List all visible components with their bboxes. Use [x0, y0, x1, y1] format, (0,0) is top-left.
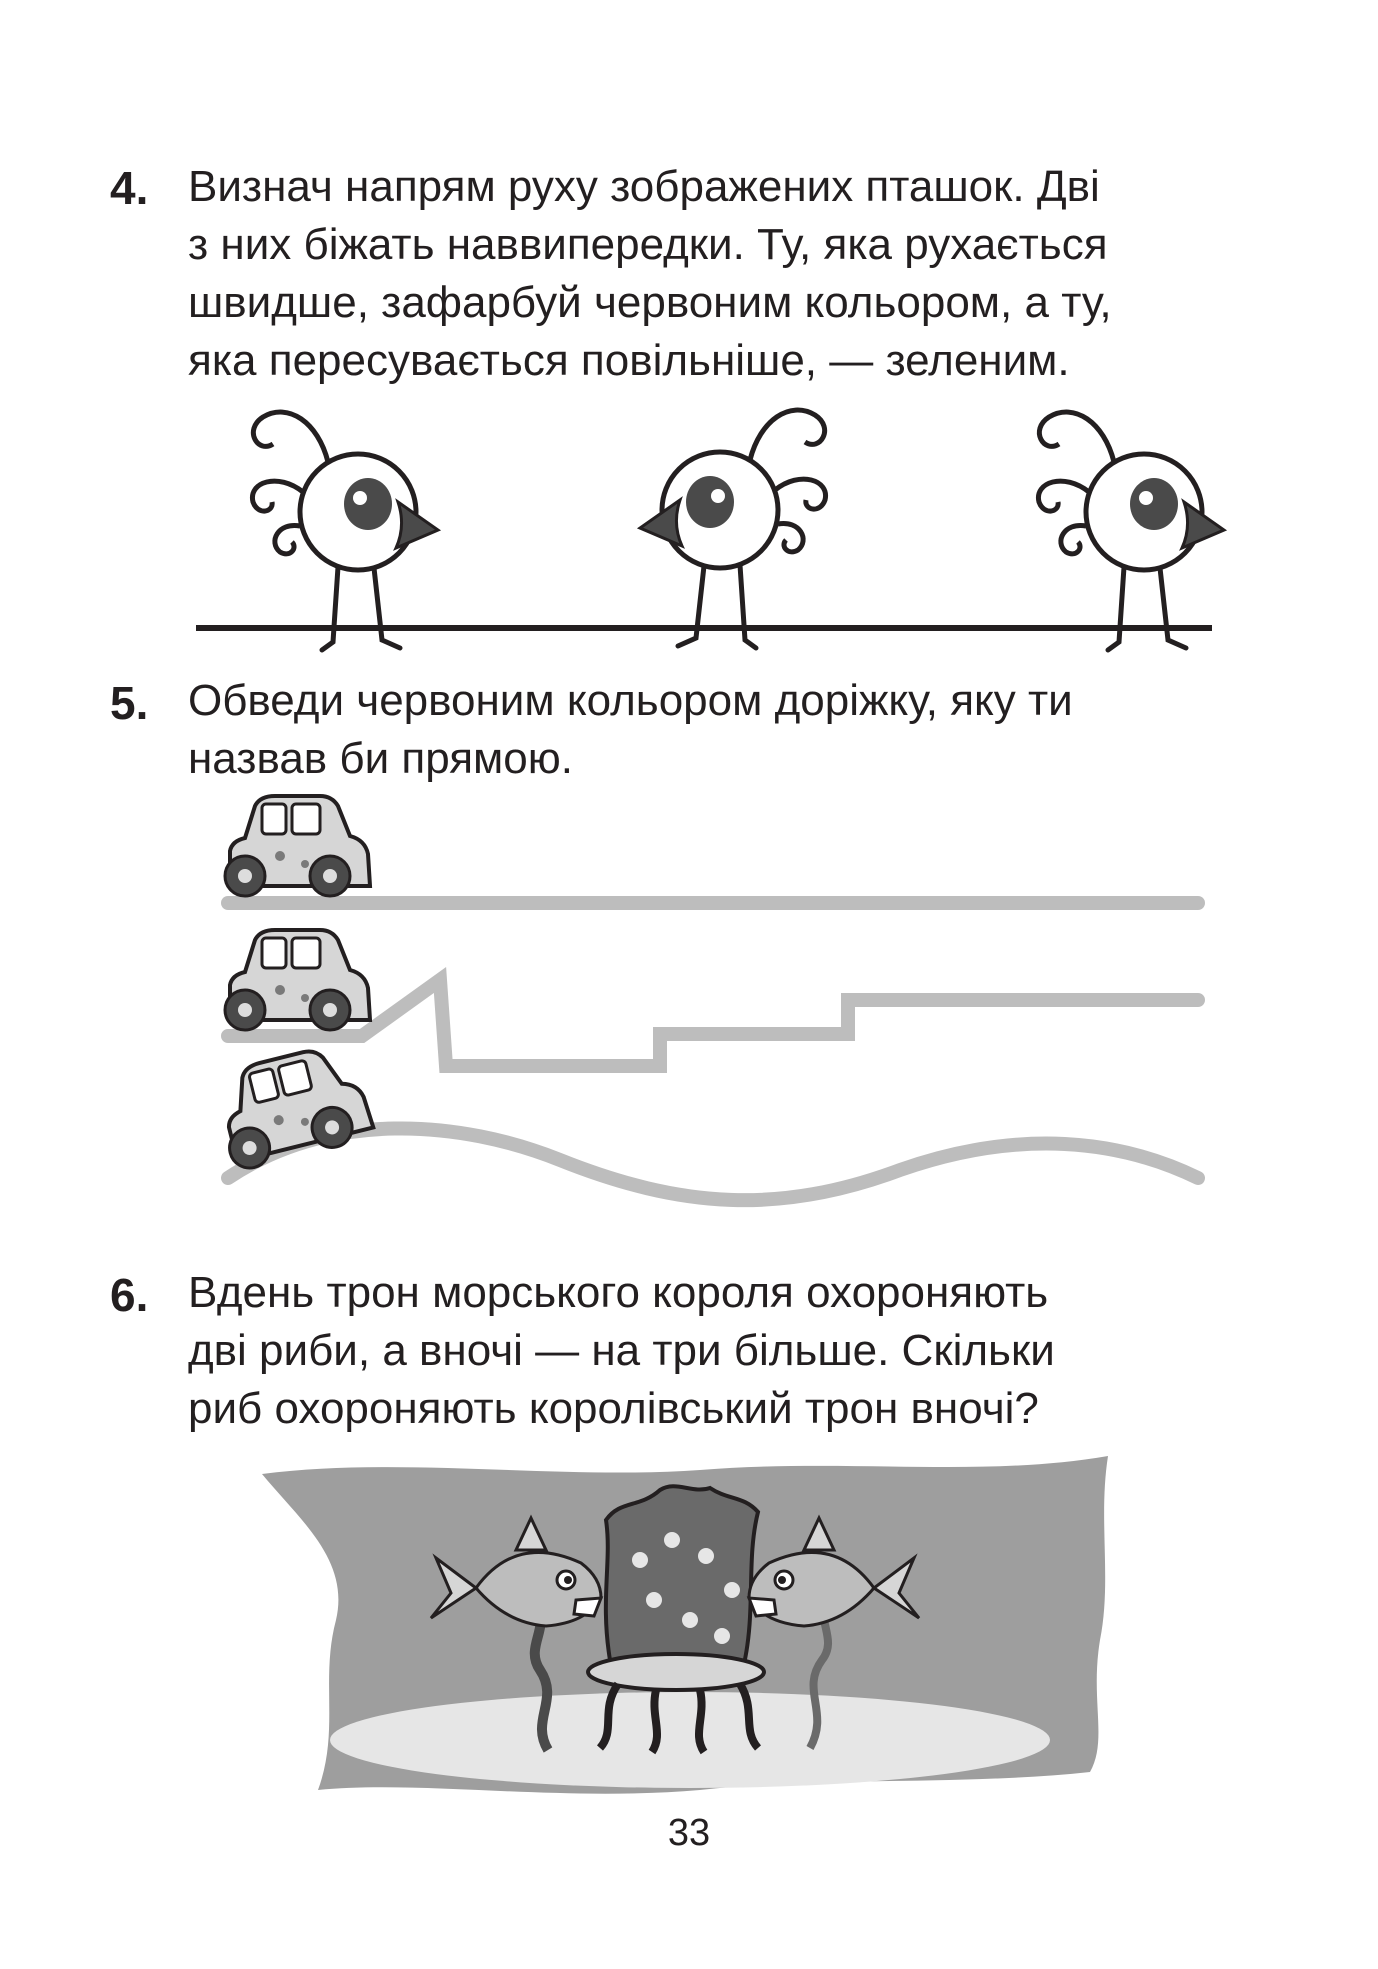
task-4-text: Визнач напрям руху зображених пташок. Дв…: [188, 158, 1218, 390]
task-5-number: 5.: [110, 677, 149, 729]
task-6-text: Вдень трон морського короля охороняють д…: [188, 1264, 1218, 1438]
throne-icon: [586, 1484, 766, 1755]
car-icon: [223, 794, 372, 898]
task-5-text: Обведи червоним кольором доріжку, яку ти…: [188, 672, 1218, 788]
task-5-line: Обведи червоним кольором доріжку, яку ти: [188, 676, 1073, 725]
task-6-line: дві риби, а вночі — на три більше. Скіль…: [188, 1326, 1055, 1375]
task-4-line: з них біжать наввипередки. Ту, яка рухає…: [188, 220, 1108, 269]
task-6-number: 6.: [110, 1269, 149, 1321]
page-number: 33: [667, 1812, 711, 1854]
car-icon: [223, 928, 372, 1032]
task-4-line: Визнач напрям руху зображених пташок. Дв…: [188, 162, 1100, 211]
roads-scene: [208, 794, 1205, 1208]
birds-scene: [196, 410, 1224, 650]
task-5-line: назвав би прямою.: [188, 734, 573, 783]
task-4-line: яка пересувається повільніше, — зеленим.: [188, 336, 1070, 385]
task-4-line: швидше, зафарбуй червоним кольором, а ту…: [188, 278, 1112, 327]
seaweed-icon: [529, 1607, 553, 1753]
road-stepped: [221, 966, 1205, 1073]
task-6-line: риб охороняють королівський трон вночі?: [188, 1384, 1039, 1433]
sea-floor: [330, 1692, 1050, 1788]
task-6-line: Вдень трон морського короля охороняють: [188, 1268, 1049, 1317]
bird-icon: [640, 410, 826, 648]
underwater-scene: [262, 1456, 1108, 1794]
task-4-number: 4.: [110, 162, 149, 214]
road-wavy: [221, 1121, 1205, 1208]
bird-icon: [1038, 412, 1224, 650]
bird-icon: [252, 412, 438, 650]
